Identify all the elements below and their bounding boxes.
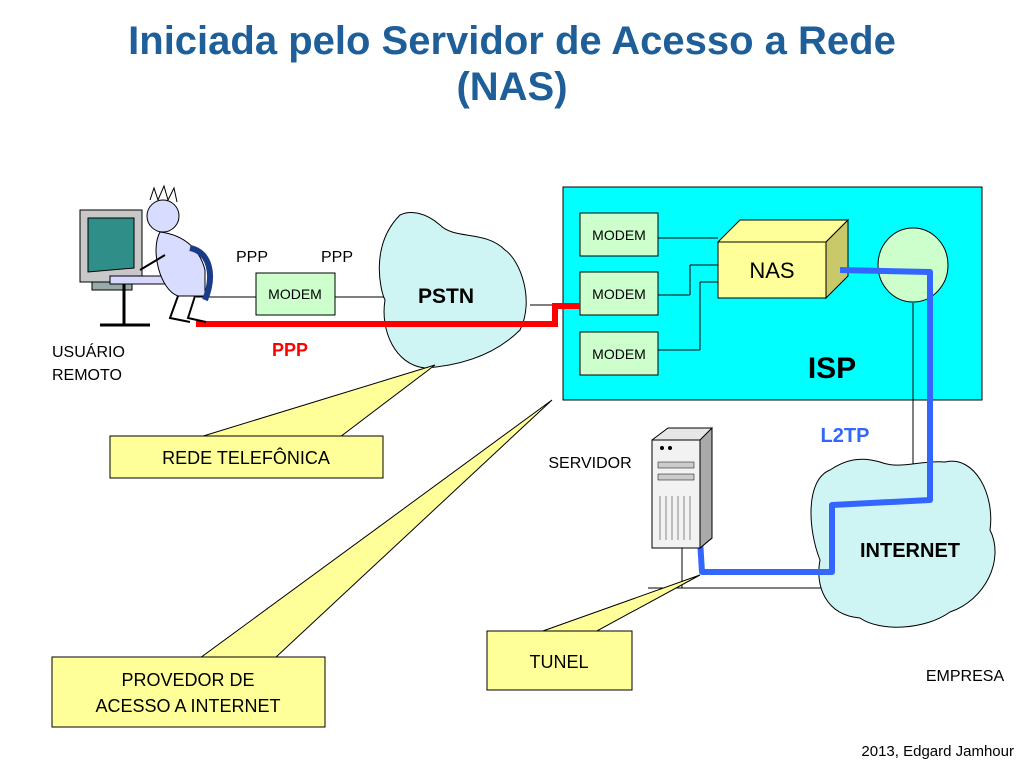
isp-label: ISP <box>808 352 856 385</box>
usuario-label-line2: REMOTO <box>52 367 122 384</box>
modem-label: MODEM <box>592 286 646 302</box>
isp-modem-3: MODEM <box>579 331 659 376</box>
callout-provedor-line2: ACESSO A INTERNET <box>95 696 280 716</box>
pstn-label: PSTN <box>418 285 474 308</box>
modem-label: MODEM <box>592 227 646 243</box>
callout-rede-telefonica: REDE TELEFÔNICA <box>109 435 384 479</box>
callout-pointer-rede <box>199 364 436 438</box>
server-tower-icon <box>651 426 713 550</box>
slide-title-line2: (NAS) <box>456 65 568 109</box>
isp-modem-2: MODEM <box>579 271 659 316</box>
computer-user-icon <box>79 184 213 327</box>
ppp-label-left: PPP <box>236 249 268 266</box>
internet-label: INTERNET <box>860 540 960 562</box>
l2tp-line <box>697 267 933 575</box>
nas-label: NAS <box>749 258 794 283</box>
modem-label: MODEM <box>592 346 646 362</box>
modem-label: MODEM <box>268 286 322 302</box>
slide-title: Iniciada pelo Servidor de Acesso a Rede … <box>0 18 1024 110</box>
ppp-label-red: PPP <box>272 340 308 360</box>
callout-tunel: TUNEL <box>486 630 633 691</box>
callout-rede-telefonica-text: REDE TELEFÔNICA <box>162 447 330 468</box>
pstn-cloud <box>378 212 527 369</box>
usuario-label-line1: USUÁRIO <box>52 342 125 361</box>
l2tp-label: L2TP <box>821 425 870 447</box>
isp-modem-1: MODEM <box>579 212 659 257</box>
callout-provedor-line1: PROVEDOR DE <box>121 670 254 690</box>
callout-provedor: PROVEDOR DE ACESSO A INTERNET <box>51 656 326 728</box>
isp-router <box>877 227 949 303</box>
ppp-line <box>196 303 580 327</box>
empresa-label: EMPRESA <box>926 668 1005 685</box>
footer-credit: 2013, Edgard Jamhour <box>861 743 1014 760</box>
callout-pointer-tunel <box>539 574 701 633</box>
user-modem: MODEM <box>255 272 336 316</box>
slide-title-line1: Iniciada pelo Servidor de Acesso a Rede <box>128 19 896 63</box>
ppp-label-right: PPP <box>321 249 353 266</box>
servidor-label: SERVIDOR <box>548 455 631 472</box>
callout-tunel-text: TUNEL <box>529 652 588 672</box>
nas-box: NAS <box>716 218 850 300</box>
